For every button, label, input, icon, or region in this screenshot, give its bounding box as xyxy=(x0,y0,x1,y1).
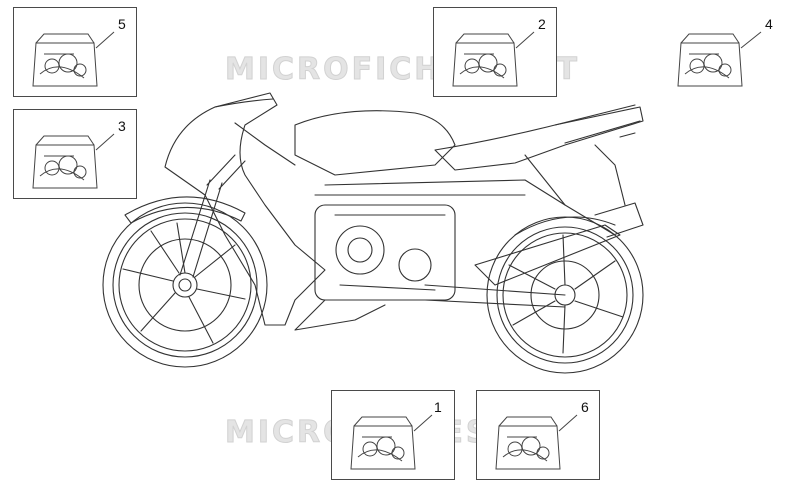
callout-number: 2 xyxy=(538,16,546,32)
callout-number: 6 xyxy=(581,399,589,415)
part-box-6[interactable]: 6 xyxy=(476,390,600,480)
part-box-2[interactable]: 2 xyxy=(433,7,557,97)
part-box-5[interactable]: 5 xyxy=(13,7,137,97)
rear-wheel[interactable] xyxy=(486,216,644,374)
part-box-4[interactable]: 4 xyxy=(668,7,792,97)
decal-sheet-icon xyxy=(452,31,535,87)
callout-number: 3 xyxy=(118,118,126,134)
front-wheel[interactable] xyxy=(102,202,268,368)
decal-sheet-icon xyxy=(350,414,433,470)
decal-sheet-icon xyxy=(677,31,762,87)
part-box-3[interactable]: 3 xyxy=(13,109,137,199)
part-box-1[interactable]: 1 xyxy=(331,390,455,480)
callout-number: 4 xyxy=(765,16,773,32)
motorcycle-drawing xyxy=(102,92,644,374)
decal-sheet-icon xyxy=(32,133,115,189)
decal-sheet-icon xyxy=(495,414,578,470)
callout-number: 5 xyxy=(118,16,126,32)
decal-sheet-icon xyxy=(32,31,115,87)
engine[interactable] xyxy=(294,204,456,331)
callout-number: 1 xyxy=(434,399,442,415)
